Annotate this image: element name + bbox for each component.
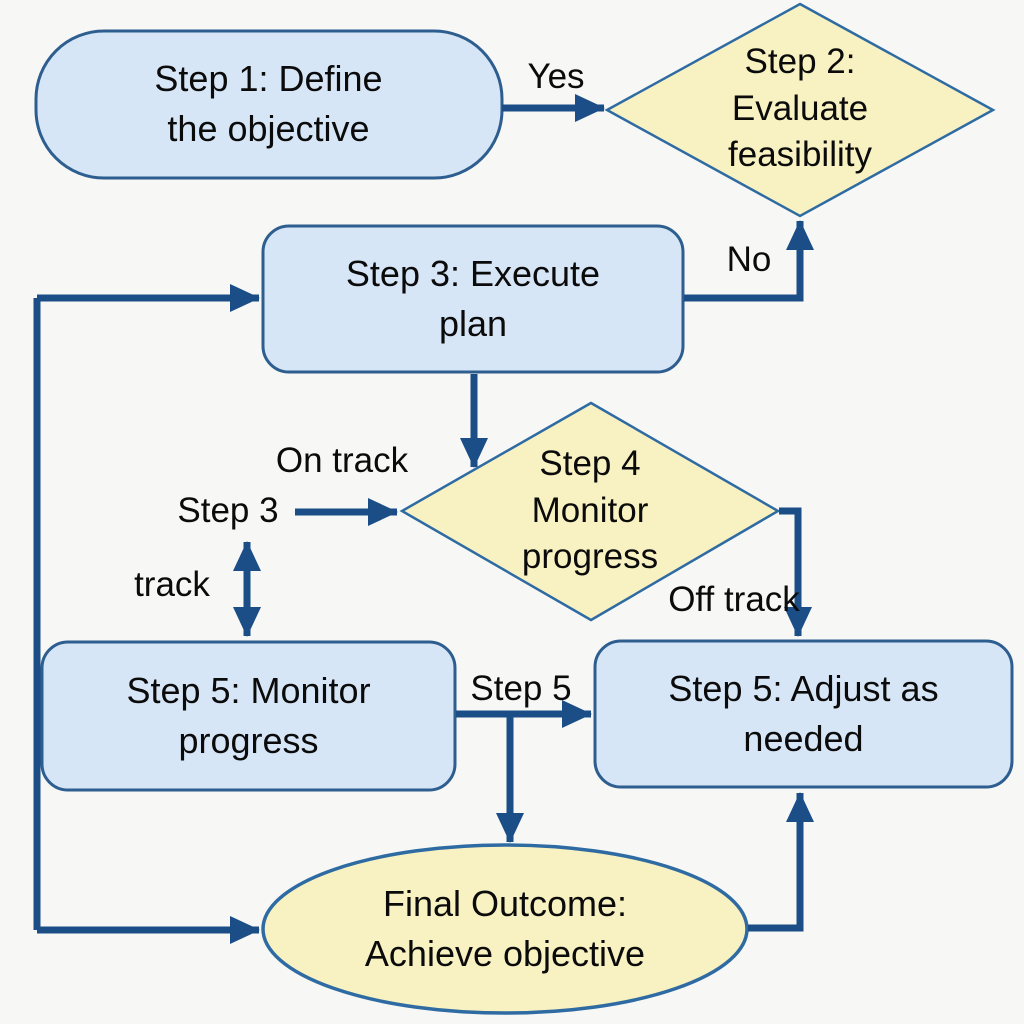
arrow-no-step3-to-step2 [684,220,814,302]
step4-label-line2: Monitor [531,490,649,530]
step3-label-line2: plan [438,303,508,344]
step4-decision-shape [399,401,781,622]
step5-monitor-label-line1: Step 5: Monitor [126,670,371,712]
step2-decision-label: Step 2: Evaluate feasibility [640,33,960,185]
step4-label-line3: progress [521,537,659,577]
step4-label-line1: Step 4 [539,443,641,483]
step2-decision-shape [604,2,996,218]
step1-label-line1: Step 1: Define [154,58,383,100]
edge-label-on-track: On track [275,441,409,480]
final-outcome-label: Final Outcome: Achieve objective [263,847,747,1011]
edge-label-step3: Step 3 [177,491,279,530]
step5-adjust-label-line1: Step 5: Adjust as [668,668,939,710]
step3-label-line1: Step 3: Execute [345,253,601,295]
step5-adjust-node-label: Step 5: Adjust as needed [595,641,1012,787]
edge-label-track: track [134,565,210,604]
step1-node-label: Step 1: Define the objective [35,30,502,178]
final-outcome-label-line2: Achieve objective [364,933,646,974]
step5-monitor-node-label: Step 5: Monitor progress [42,642,455,790]
step4-decision-label: Step 4 Monitor progress [440,438,740,584]
arrow-final-to-adjust [748,792,814,932]
step2-label-line3: feasibility [728,135,872,175]
step3-node-label: Step 3: Execute plan [263,226,683,372]
step5-monitor-label-line2: progress [178,720,319,761]
final-outcome-shape [261,843,749,1015]
step1-label-line2: the objective [167,108,370,149]
step2-label-line2: Evaluate [731,88,869,128]
step5-monitor-node-shape [40,640,457,792]
arrow-offtrack-step4-to-adjust [779,507,812,637]
final-outcome-label-line1: Final Outcome: [382,883,628,925]
edge-label-step5: Step 5 [470,669,572,708]
edge-label-no: No [726,240,772,279]
step5-adjust-label-line2: needed [743,718,864,759]
edge-label-off-track: Off track [668,580,800,619]
edge-label-yes: Yes [527,57,585,96]
step3-node-shape [261,224,685,374]
step5-adjust-node-shape [593,639,1014,789]
step2-label-line1: Step 2: [744,41,856,81]
